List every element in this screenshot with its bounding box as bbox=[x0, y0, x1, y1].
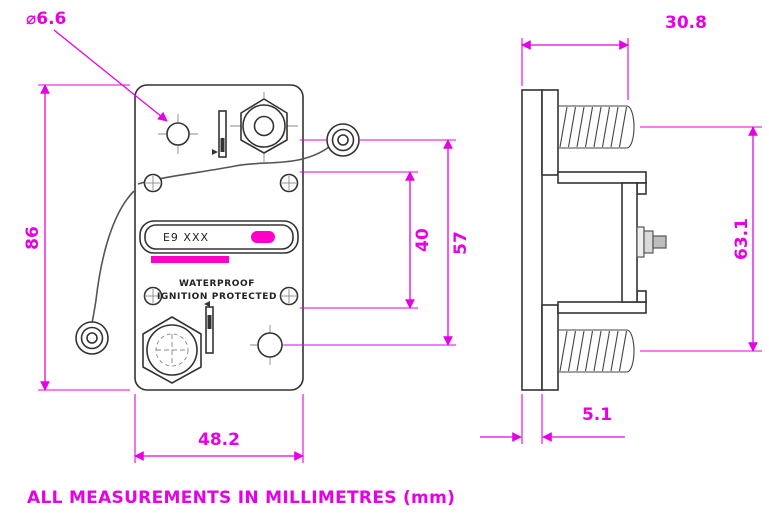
label-plate: E9 XXX bbox=[139, 220, 299, 254]
dim-stud-spacing-text: 57 bbox=[451, 231, 471, 255]
dim-stud-centres-text: 63.1 bbox=[732, 218, 752, 260]
upper-arm-lip bbox=[636, 182, 647, 195]
stud-hole-bottom bbox=[250, 325, 290, 365]
dim-plate-thickness: 5.1 bbox=[480, 394, 625, 444]
dim-hole-spacing-text: 40 bbox=[413, 228, 433, 252]
mounting-plate bbox=[521, 89, 543, 391]
reset-button bbox=[251, 231, 275, 243]
label-plate-text: E9 XXX bbox=[163, 231, 209, 244]
screw-bottom-right bbox=[279, 286, 299, 306]
dim-side-depth: 30.8 bbox=[521, 13, 707, 100]
lever-slot-bottom bbox=[204, 301, 214, 354]
hex-stud-top bbox=[230, 92, 298, 162]
dimensions: ⌀6.6 86 48.2 57 40 bbox=[23, 9, 762, 463]
side-view bbox=[521, 89, 667, 391]
dim-side-depth-text: 30.8 bbox=[665, 13, 707, 33]
caption: ALL MEASUREMENTS IN MILLIMETRES (mm) bbox=[27, 488, 455, 508]
upper-arm bbox=[557, 171, 647, 184]
dim-body-height: 86 bbox=[23, 84, 130, 391]
dim-body-width-text: 48.2 bbox=[198, 430, 240, 450]
screw-top-left bbox=[143, 173, 163, 193]
body-column bbox=[621, 182, 638, 303]
dim-hole-spacing: 40 bbox=[300, 171, 433, 309]
dim-plate-thickness-text: 5.1 bbox=[582, 405, 612, 425]
threaded-stud-bottom bbox=[558, 329, 635, 373]
bottom-boss bbox=[541, 304, 559, 391]
marking-waterproof: WATERPROOF bbox=[179, 279, 255, 289]
marking-ignition: IGNITION PROTECTED bbox=[157, 292, 277, 302]
plunger-button bbox=[636, 226, 667, 258]
screw-top-right bbox=[279, 173, 299, 193]
lower-arm-lip bbox=[636, 290, 647, 303]
dim-stud-centres: 63.1 bbox=[640, 126, 762, 352]
dim-hole-diameter: ⌀6.6 bbox=[26, 9, 168, 122]
dim-body-width: 48.2 bbox=[134, 394, 304, 463]
lever-slot-top bbox=[212, 110, 227, 158]
threaded-stud-top bbox=[558, 105, 635, 149]
lanyard-wire-top bbox=[137, 146, 330, 185]
top-boss bbox=[541, 89, 559, 176]
mounting-hole-top bbox=[158, 114, 198, 154]
lower-arm bbox=[557, 301, 647, 314]
dim-body-height-text: 86 bbox=[23, 226, 43, 250]
rating-strip bbox=[151, 256, 229, 263]
hex-nut-bottom bbox=[142, 316, 202, 384]
front-view: E9 XXX WATERPROOF IGNITION PROTECTED bbox=[75, 84, 360, 391]
dim-hole-diameter-text: ⌀6.6 bbox=[26, 9, 66, 29]
dim-stud-spacing: 57 bbox=[284, 139, 471, 346]
screw-bottom-left bbox=[143, 286, 163, 306]
lanyard-wire-left bbox=[91, 190, 135, 324]
ring-terminal-top bbox=[326, 123, 360, 157]
ring-terminal-bottom bbox=[75, 321, 109, 355]
